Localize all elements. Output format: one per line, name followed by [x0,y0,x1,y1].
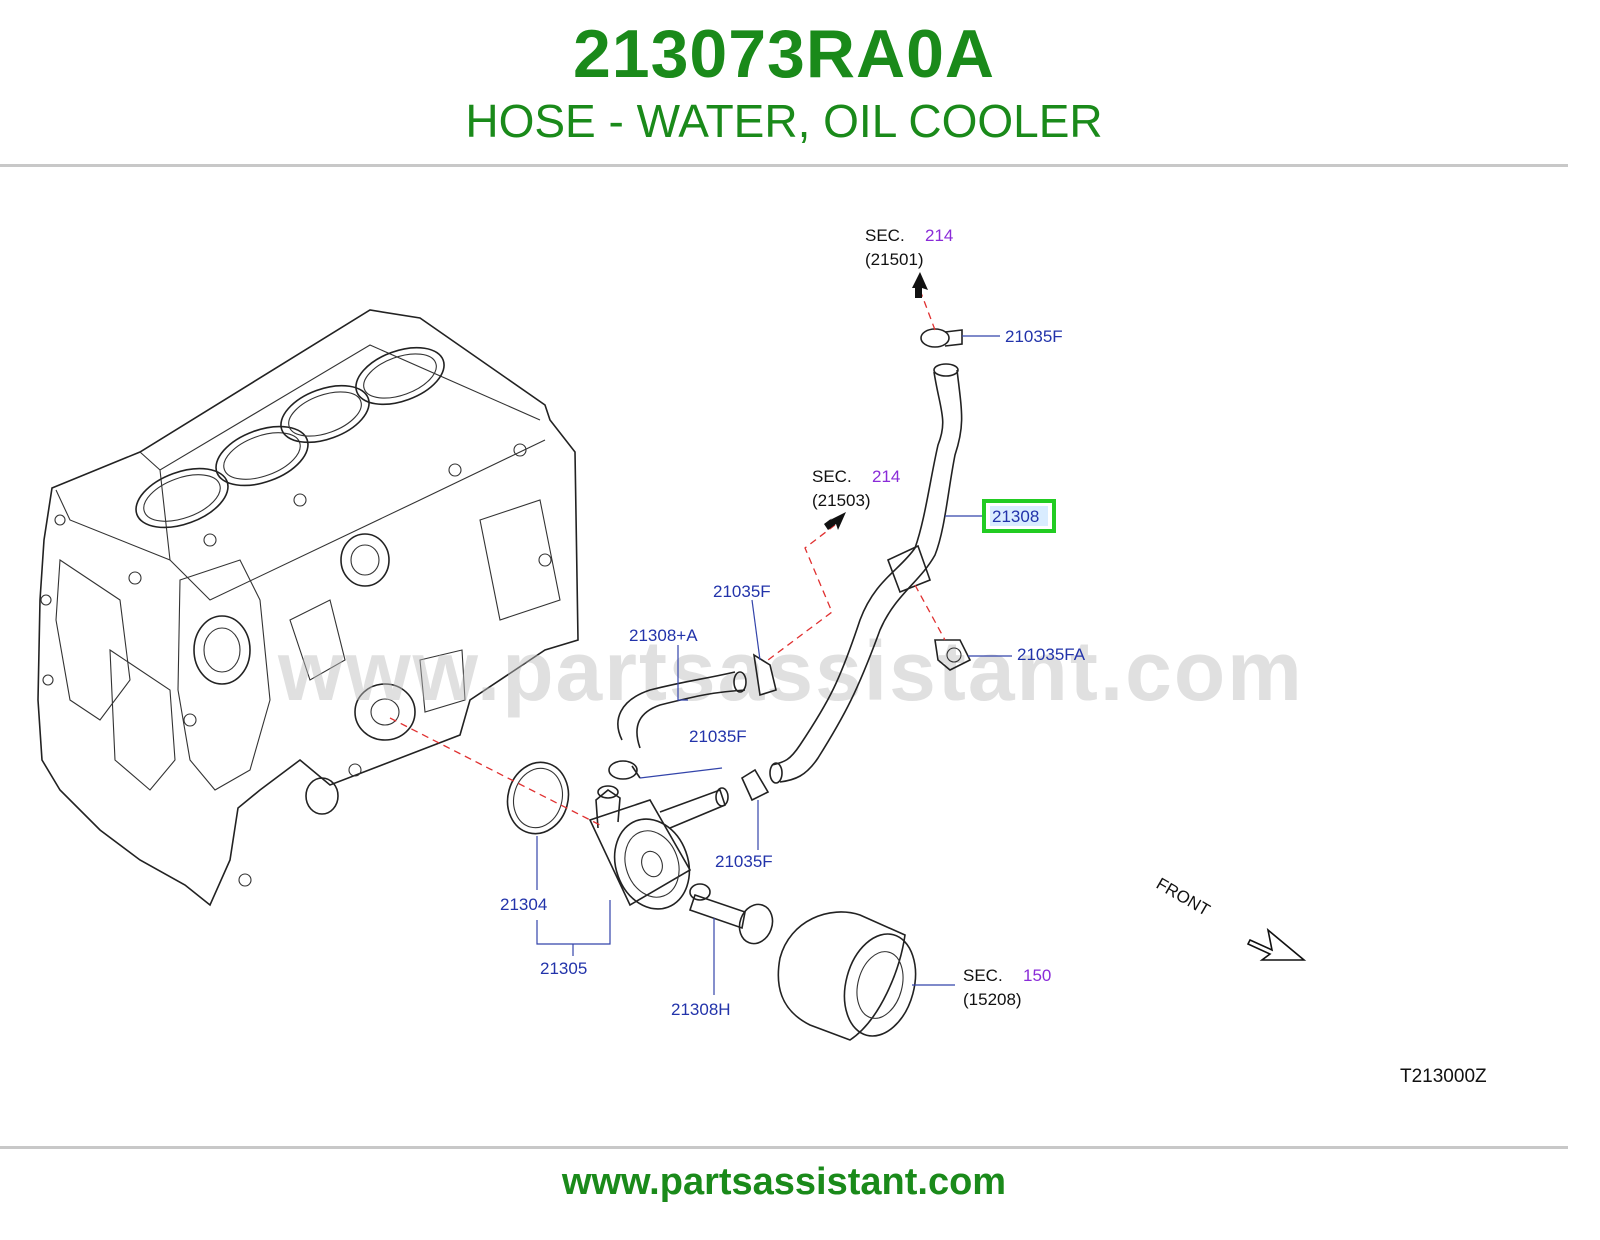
callout-21035fa[interactable]: 21035FA [1017,645,1086,664]
clamp-drawings [608,328,972,802]
callout-21308-highlighted[interactable]: 21308 [992,507,1039,526]
engine-block-drawing [37,309,579,907]
dashed-guide-lines [389,289,946,826]
section-number-15208[interactable]: 150 [1023,966,1051,985]
callout-leader-lines [536,335,1012,995]
section-prefix-21503: SEC. [812,467,852,486]
callout-21305[interactable]: 21305 [540,959,587,978]
page-header: 213073RA0A HOSE - WATER, OIL COOLER [0,0,1568,165]
hose-21308-drawing [769,363,963,784]
watermark-text: www.partsassistant.com [277,624,1304,718]
highlight-box-21308 [982,499,1056,533]
hose-21308a-drawing [617,671,747,749]
footer-website-link[interactable]: www.partsassistant.com [561,1161,1007,1203]
header-divider [0,164,1568,167]
callout-21308h[interactable]: 21308H [671,1000,731,1019]
callout-21308a[interactable]: 21308+A [629,626,698,645]
section-prefix-15208: SEC. [963,966,1003,985]
section-ref-15208: (15208) [963,990,1022,1009]
section-ref-21503: (21503) [812,491,871,510]
oil-filter-drawing [777,911,917,1041]
section-prefix-21501: SEC. [865,226,905,245]
front-label: FRONT [1153,874,1213,920]
oil-cooler-drawing [588,785,729,910]
connector-21308h-drawing [688,883,774,945]
part-number: 213073RA0A [572,16,996,92]
callout-21035f-top[interactable]: 21035F [1005,327,1063,346]
callout-21035f-mid[interactable]: 21035F [713,582,771,601]
highlight-fill-21308 [990,506,1048,526]
part-name: HOSE - WATER, OIL COOLER [465,95,1103,147]
front-arrow-icon [1246,927,1307,961]
section-arrow-21501-icon [912,272,928,298]
diagram-code: T213000Z [1400,1066,1487,1087]
section-number-21503[interactable]: 214 [872,467,900,486]
section-ref-21501: (21501) [865,250,924,269]
callout-21035f-low[interactable]: 21035F [715,852,773,871]
footer-divider [0,1146,1568,1149]
section-arrow-21503-icon [824,512,846,530]
gasket-drawing [506,761,570,835]
section-number-21501[interactable]: 214 [925,226,953,245]
callout-21304[interactable]: 21304 [500,895,547,914]
callout-21035f-cooler[interactable]: 21035F [689,727,747,746]
